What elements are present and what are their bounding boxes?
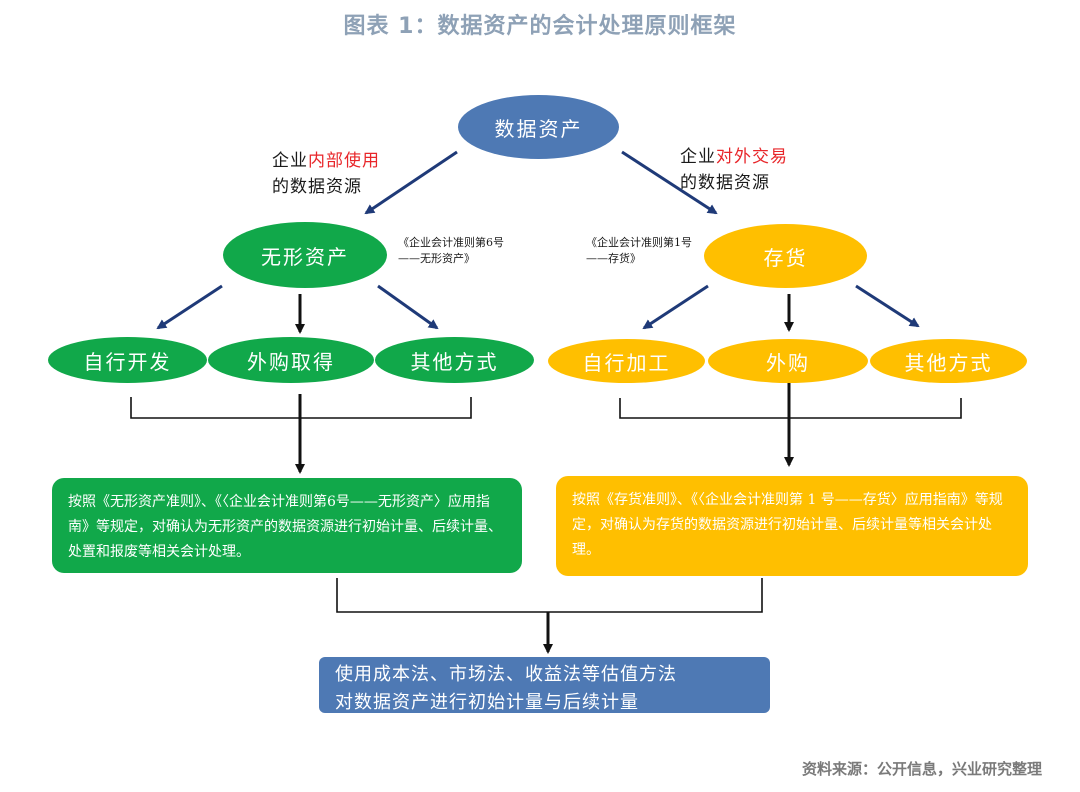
right-note-highlight: 对外交易 (716, 147, 788, 167)
right-note-prefix: 企业 (680, 147, 716, 167)
left-child-1-label: 自行开发 (83, 349, 172, 374)
left-standard-line1: 《企业会计准则第6号 (398, 236, 504, 249)
right-standard-line2: ——存货》 (586, 252, 641, 265)
left-child-1: 自行开发 (48, 337, 207, 383)
right-child-3: 其他方式 (870, 339, 1027, 383)
arrow-inventory-to-child-1 (642, 284, 709, 330)
intangible-asset-node: 无形资产 (223, 222, 387, 288)
inventory-label: 存货 (763, 245, 808, 270)
figure-title: 图表 1：数据资产的会计处理原则框架 (343, 14, 737, 39)
inventory-node: 存货 (704, 224, 867, 288)
left-standard-line2: ——无形资产》 (398, 252, 475, 265)
valuation-line-2: 对数据资产进行初始计量与后续计量 (335, 692, 639, 713)
root-node-label: 数据资产 (494, 116, 583, 141)
arrow-inventory-to-child-3 (855, 284, 920, 328)
arrow-intangible-to-child-1 (156, 284, 223, 330)
arrow-intangible-to-child-3 (377, 284, 439, 330)
bracket-bottom (336, 578, 763, 613)
right-standard-line1: 《企业会计准则第1号 (586, 236, 692, 249)
left-standard-ref: 《企业会计准则第6号 ——无形资产》 (398, 235, 538, 267)
left-child-2-label: 外购取得 (247, 349, 335, 374)
left-child-3-label: 其他方式 (410, 349, 499, 374)
right-child-3-label: 其他方式 (904, 350, 993, 375)
source-note: 资料来源：公开信息，兴业研究整理 (801, 760, 1042, 778)
right-child-1: 自行加工 (548, 339, 705, 383)
intangible-asset-label: 无形资产 (261, 244, 349, 269)
intangible-treatment-text: 按照《无形资产准则》、《〈企业会计准则第6号——无形资产〉应用指南》等规定，对确… (68, 494, 502, 560)
right-child-1-label: 自行加工 (582, 350, 671, 375)
valuation-line-1: 使用成本法、市场法、收益法等估值方法 (335, 664, 677, 685)
left-note-suffix: 的数据资源 (272, 177, 362, 197)
valuation-method-box: 使用成本法、市场法、收益法等估值方法 对数据资产进行初始计量与后续计量 (319, 657, 770, 713)
left-child-2: 外购取得 (208, 337, 374, 383)
arrow-root-to-inventory (621, 150, 718, 215)
left-child-3: 其他方式 (375, 337, 534, 383)
inventory-treatment-text: 按照《存货准则》、《〈企业会计准则第 1 号——存货〉应用指南》等规定，对确认为… (572, 492, 1003, 558)
left-note-prefix: 企业 (272, 151, 308, 171)
right-branch-note: 企业对外交易 的数据资源 (680, 144, 830, 196)
arrow-root-to-intangible (364, 150, 458, 215)
right-standard-ref: 《企业会计准则第1号 ——存货》 (586, 235, 716, 267)
root-node: 数据资产 (458, 95, 619, 159)
left-branch-note: 企业内部使用 的数据资源 (272, 148, 412, 200)
intangible-treatment-box: 按照《无形资产准则》、《〈企业会计准则第6号——无形资产〉应用指南》等规定，对确… (52, 478, 522, 573)
right-child-2: 外购 (708, 339, 868, 383)
inventory-treatment-box: 按照《存货准则》、《〈企业会计准则第 1 号——存货〉应用指南》等规定，对确认为… (556, 476, 1028, 576)
right-child-2-label: 外购 (766, 350, 810, 375)
left-note-highlight: 内部使用 (308, 151, 380, 171)
right-note-suffix: 的数据资源 (680, 173, 770, 193)
